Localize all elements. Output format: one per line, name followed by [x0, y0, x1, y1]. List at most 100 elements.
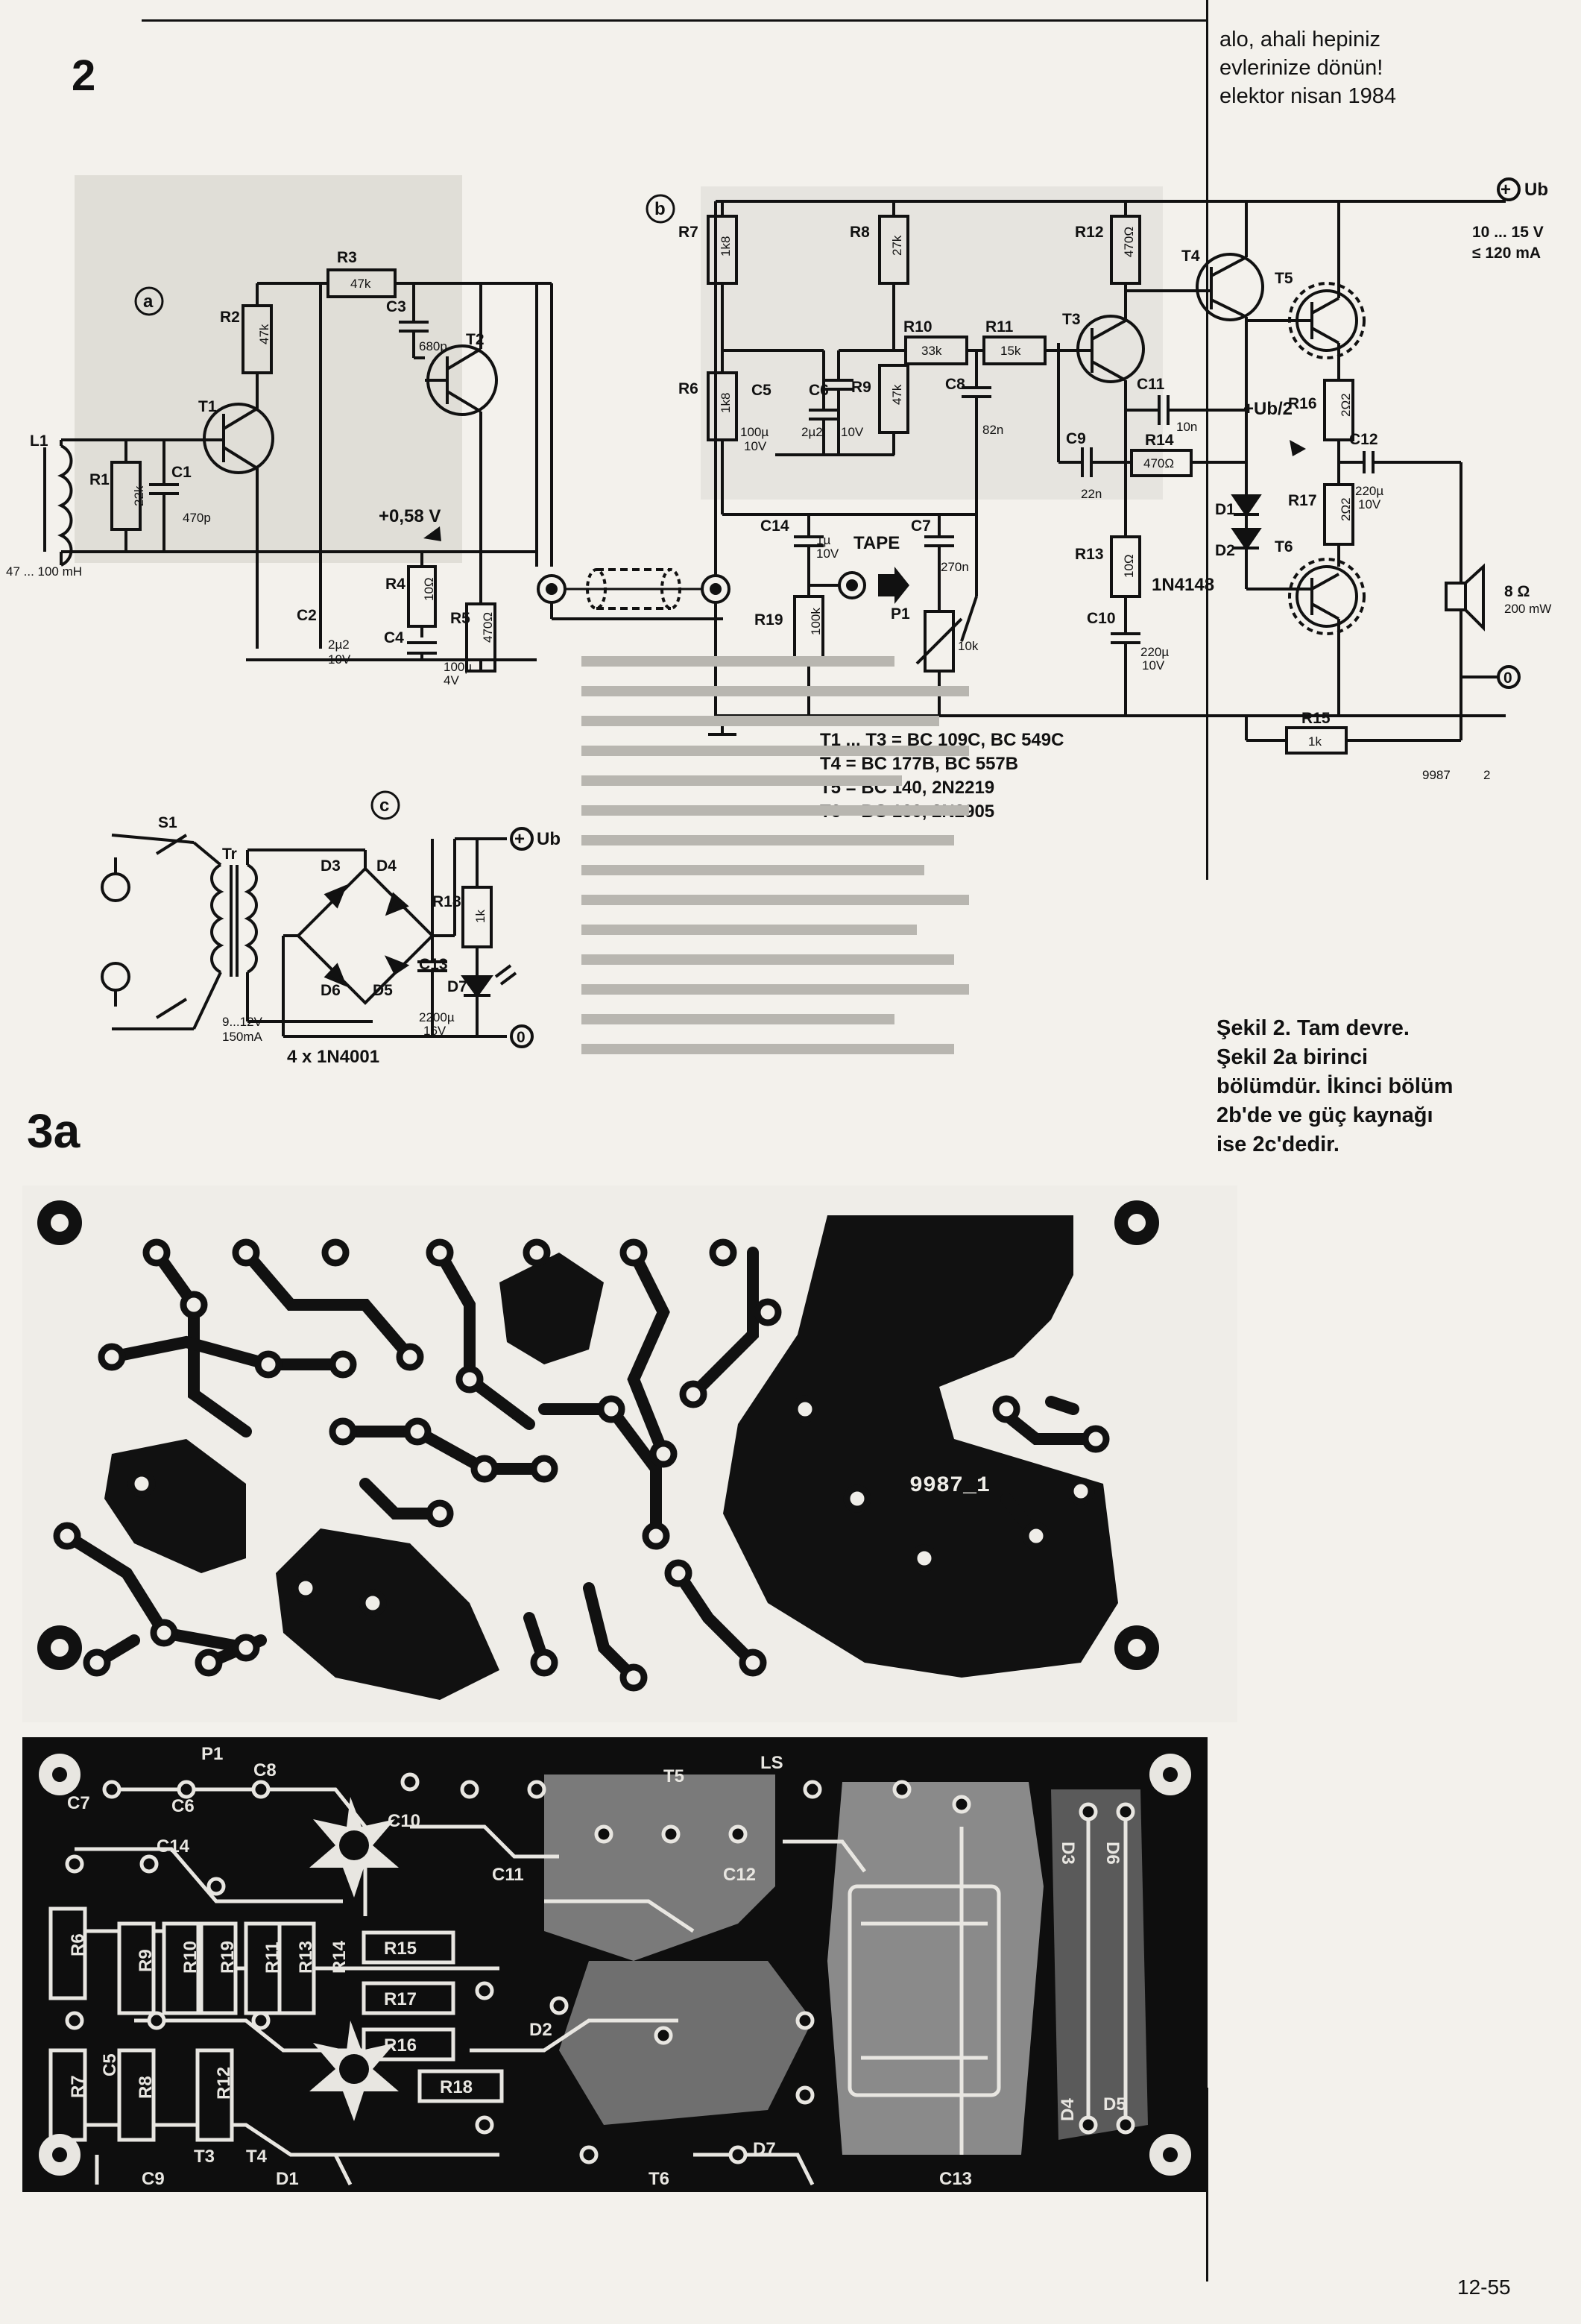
figure-caption: Şekil 2. Tam devre. Şekil 2a birinci böl…: [1216, 1014, 1453, 1159]
corner-note-line: evlerinize dönün!: [1219, 56, 1383, 80]
ub-label: Ub: [1524, 180, 1548, 200]
pcb-copper-layout: 9987_1: [22, 1185, 1237, 1722]
T2-label: T2: [466, 331, 485, 348]
background-text-ghost: [581, 656, 969, 1054]
C14-volt: 10V: [816, 547, 839, 561]
R1-value: 22k: [132, 485, 146, 506]
C12-label: C12: [1349, 431, 1378, 448]
R6-value: 1k8: [719, 393, 733, 413]
D7-label: D7: [447, 978, 467, 995]
label-a: a: [143, 292, 154, 312]
figure-number: 2: [72, 51, 95, 100]
T1-label: T1: [198, 398, 217, 415]
pcb-label-LS: LS: [760, 1753, 783, 1773]
D1-label: D1: [1215, 501, 1235, 518]
schematic-code: 9987: [1422, 768, 1451, 782]
ub-c-label: Ub: [537, 829, 561, 849]
R5-value: 470Ω: [481, 612, 495, 643]
T5-label: T5: [1275, 270, 1293, 287]
C8-value: 82n: [982, 423, 1003, 437]
C7-value: 270n: [941, 560, 969, 574]
R10-value: 33k: [921, 344, 942, 358]
T3-label: T3: [1062, 311, 1081, 328]
R3-label: R3: [337, 249, 357, 266]
R13-value: 10Ω: [1122, 554, 1136, 578]
R4-value: 10Ω: [422, 577, 436, 601]
C3-label: C3: [386, 298, 406, 315]
pcb-label-D3: D3: [1058, 1842, 1078, 1865]
speaker-power: 200 mW: [1504, 602, 1551, 616]
supply-current: ≤ 120 mA: [1472, 245, 1541, 262]
bridge-label: 4 x 1N4001: [287, 1047, 379, 1067]
D5-label: D5: [373, 982, 393, 999]
pcb-label-R17: R17: [384, 1989, 417, 2009]
pcb-label-C10: C10: [388, 1811, 420, 1831]
C1-value: 470p: [183, 511, 211, 525]
plus-sign: +: [1500, 180, 1511, 200]
column-rule: [1206, 0, 1208, 880]
pcb-label-R9: R9: [136, 1949, 156, 1972]
P1-value: 10k: [958, 639, 979, 653]
C6-value: 2µ2: [801, 425, 823, 439]
D4-label: D4: [376, 857, 397, 875]
R7-value: 1k8: [719, 236, 733, 256]
C12-volt: 10V: [1358, 497, 1381, 511]
ub-c-plus: +: [514, 829, 525, 849]
pcb-label-R19: R19: [218, 1941, 238, 1974]
pcb-label-R15: R15: [384, 1939, 417, 1959]
tape-label: TAPE: [853, 533, 900, 553]
R3-value: 47k: [350, 277, 371, 291]
D2-label: D2: [1215, 542, 1235, 559]
L1-label: L1: [30, 432, 48, 450]
pcb-label-R10: R10: [180, 1941, 201, 1974]
C4-volt: 4V: [444, 673, 459, 687]
corner-note-line: elektor nisan 1984: [1219, 84, 1396, 108]
pcb-code: 9987_1: [909, 1473, 990, 1499]
C7-label: C7: [911, 517, 931, 535]
top-rule: [142, 19, 1208, 22]
C12-value: 220µ: [1355, 484, 1383, 498]
C3-value: 680p: [419, 339, 447, 353]
pcb-label-R11: R11: [262, 1942, 283, 1974]
C6-volt: 10V: [841, 425, 864, 439]
R8-value: 27k: [890, 235, 904, 256]
transformer-voltage: 9...12V: [222, 1015, 263, 1029]
C4-label: C4: [384, 629, 404, 646]
C2-volt: 10V: [328, 652, 351, 667]
pcb-label-R18: R18: [440, 2077, 473, 2097]
pcb-label-R6: R6: [68, 1933, 88, 1956]
R11-value: 15k: [1000, 344, 1021, 358]
R19-value: 100k: [809, 608, 823, 635]
C13-label: C13: [419, 956, 448, 973]
R13-label: R13: [1075, 546, 1104, 563]
figure-3a-label: 3a: [27, 1104, 81, 1158]
C6-label: C6: [809, 382, 829, 399]
R2-label: R2: [220, 309, 240, 326]
C2-label: C2: [297, 607, 317, 624]
R12-value: 470Ω: [1122, 227, 1136, 257]
transformer-current: 150mA: [222, 1030, 263, 1044]
R9-value: 47k: [890, 384, 904, 405]
caption-line: 2b'de ve güç kaynağı: [1216, 1103, 1433, 1127]
pcb-label-T6: T6: [649, 2169, 669, 2189]
speaker-label: 8 Ω: [1504, 583, 1530, 600]
R10-label: R10: [903, 318, 932, 336]
C10-value: 220µ: [1140, 645, 1169, 659]
R16-value: 2Ω2: [1339, 393, 1353, 417]
R9-label: R9: [851, 379, 871, 396]
Tr-label: Tr: [222, 845, 237, 863]
D3-label: D3: [321, 857, 341, 875]
pcb-label-C13: C13: [939, 2169, 972, 2189]
label-b: b: [654, 199, 666, 219]
pcb-label-R12: R12: [214, 2067, 234, 2100]
label-c: c: [379, 796, 389, 816]
pcb-label-D5: D5: [1103, 2094, 1126, 2114]
corner-note-line: alo, ahali hepiniz: [1219, 28, 1381, 51]
R7-label: R7: [678, 224, 698, 241]
C2-value: 2µ2: [328, 637, 350, 652]
voltage-label: +0,58 V: [379, 506, 441, 526]
C14-value: 1µ: [816, 533, 830, 547]
pcb-label-D2: D2: [529, 2020, 552, 2040]
R6-label: R6: [678, 380, 698, 397]
pcb-label-R8: R8: [136, 2076, 156, 2099]
